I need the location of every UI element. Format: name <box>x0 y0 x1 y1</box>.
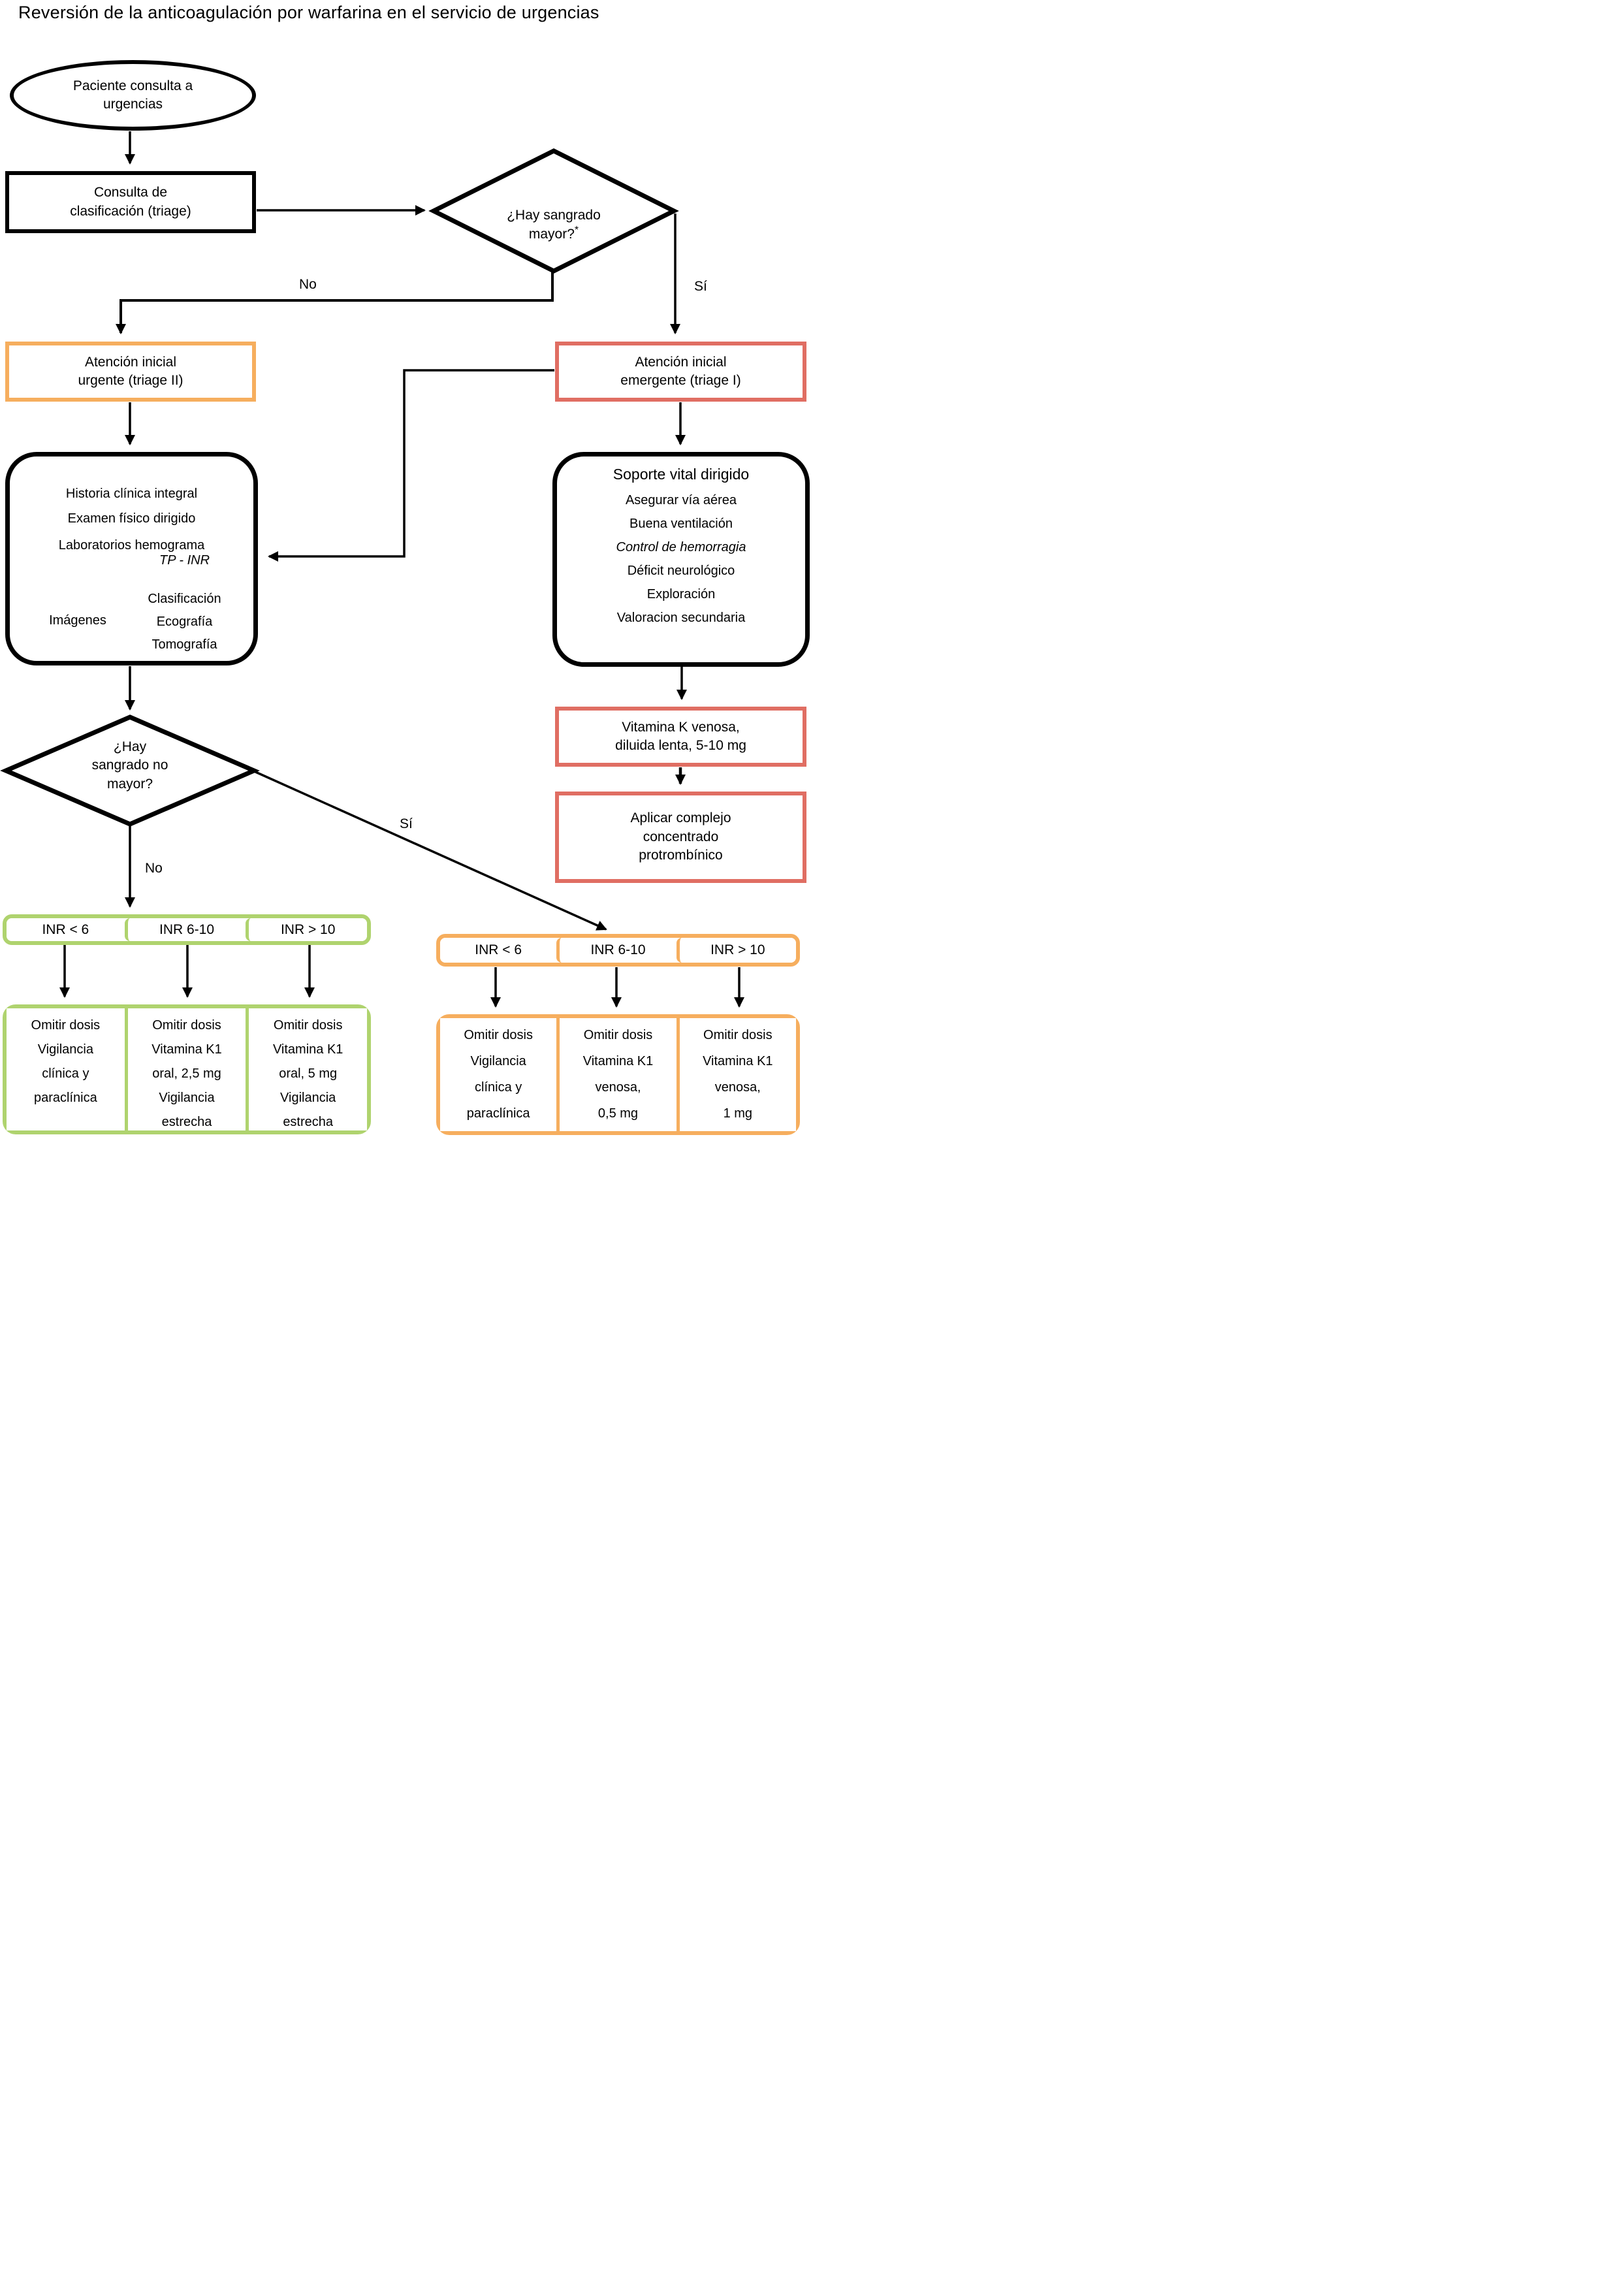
workup-node: Historia clínica integral Examen físico … <box>5 452 258 665</box>
orange-outcome-row: Omitir dosis Vigilancia clínica y paracl… <box>436 1014 800 1135</box>
green-inr-gt10-header: INR > 10 <box>246 918 368 941</box>
page-title: Reversión de la anticoagulación por warf… <box>18 3 599 22</box>
emergent-triage-i-node: Atención inicial emergente (triage I) <box>555 342 806 402</box>
start-node: Paciente consulta a urgencias <box>10 60 256 131</box>
workup-labs: Laboratorios hemograma <box>58 538 205 552</box>
workup-imagenes: Imágenes <box>49 613 106 628</box>
workup-ecografia: Ecografía <box>156 615 213 629</box>
support-exploration: Exploración <box>646 586 716 601</box>
workup-tp-inr: TP - INR <box>159 553 210 568</box>
urgent-triage-ii-node: Atención inicial urgente (triage II) <box>5 342 256 402</box>
decision-major-question: ¿Hay sangrado mayor? <box>507 208 601 242</box>
orange-inr-gt10-header: INR > 10 <box>676 938 796 963</box>
green-inr-6-10-header: INR 6-10 <box>124 918 246 941</box>
support-title: Soporte vital dirigido <box>613 466 750 483</box>
label-yes-minor: Sí <box>400 816 413 831</box>
decision-non-major-bleeding-diamond <box>0 714 260 827</box>
support-hemorrhage-control: Control de hemorragia <box>616 539 746 554</box>
green-inr-lt6-header: INR < 6 <box>7 918 125 941</box>
workup-tomografia: Tomografía <box>151 637 217 652</box>
label-no-minor: No <box>145 861 163 876</box>
edge-emergent-to-workup-tp-inr <box>268 369 554 562</box>
green-outcome-row: Omitir dosis Vigilancia clínica y paracl… <box>3 1004 371 1134</box>
orange-inr-header-row: INR < 6 INR 6-10 INR > 10 <box>436 934 800 967</box>
green-inr-header-row: INR < 6 INR 6-10 INR > 10 <box>3 914 371 945</box>
label-no-major: No <box>299 277 317 292</box>
decision-major-bleeding-diamond <box>428 148 679 274</box>
pcc-node: Aplicar complejo concentrado protrombíni… <box>555 792 806 883</box>
decision-major-bleeding-text: ¿Hay sangrado mayor?* <box>456 188 652 244</box>
orange-outcome-gt10: Omitir dosis Vitamina K1 venosa, 1 mg <box>676 1018 796 1131</box>
life-support-node: Soporte vital dirigido Asegurar vía aére… <box>552 452 810 667</box>
workup-clasificacion: Clasificación <box>148 592 221 606</box>
connector-layer <box>0 131 744 1008</box>
edge-major-no-to-urgent <box>116 272 554 334</box>
support-airway: Asegurar vía aérea <box>625 492 737 507</box>
vitamin-k-iv-node: Vitamina K venosa, diluida lenta, 5-10 m… <box>555 707 806 767</box>
flowchart-canvas: Reversión de la anticoagulación por warf… <box>0 0 812 1137</box>
orange-outcome-6-10: Omitir dosis Vitamina K1 venosa, 0,5 mg <box>556 1018 677 1131</box>
decision-non-major-question: ¿Hay sangrado no mayor? <box>91 739 168 792</box>
green-outcome-lt6: Omitir dosis Vigilancia clínica y paracl… <box>7 1008 125 1130</box>
asterisk-mark: * <box>574 224 579 236</box>
label-yes-major: Sí <box>694 279 707 294</box>
support-secondary-assessment: Valoracion secundaria <box>616 610 746 625</box>
green-outcome-gt10: Omitir dosis Vitamina K1 oral, 5 mg Vigi… <box>246 1008 368 1130</box>
orange-outcome-lt6: Omitir dosis Vigilancia clínica y paracl… <box>440 1018 557 1131</box>
support-neuro-deficit: Déficit neurológico <box>627 563 735 578</box>
green-outcome-6-10: Omitir dosis Vitamina K1 oral, 2,5 mg Vi… <box>124 1008 246 1130</box>
orange-inr-6-10-header: INR 6-10 <box>556 938 677 963</box>
triage-consult-node: Consulta de clasificación (triage) <box>5 171 256 233</box>
workup-physical-exam: Examen físico dirigido <box>67 511 196 526</box>
workup-history: Historia clínica integral <box>65 487 198 501</box>
support-ventilation: Buena ventilación <box>629 516 733 531</box>
edge-minor-yes-to-orange-inr <box>253 770 607 931</box>
orange-inr-lt6-header: INR < 6 <box>440 938 557 963</box>
